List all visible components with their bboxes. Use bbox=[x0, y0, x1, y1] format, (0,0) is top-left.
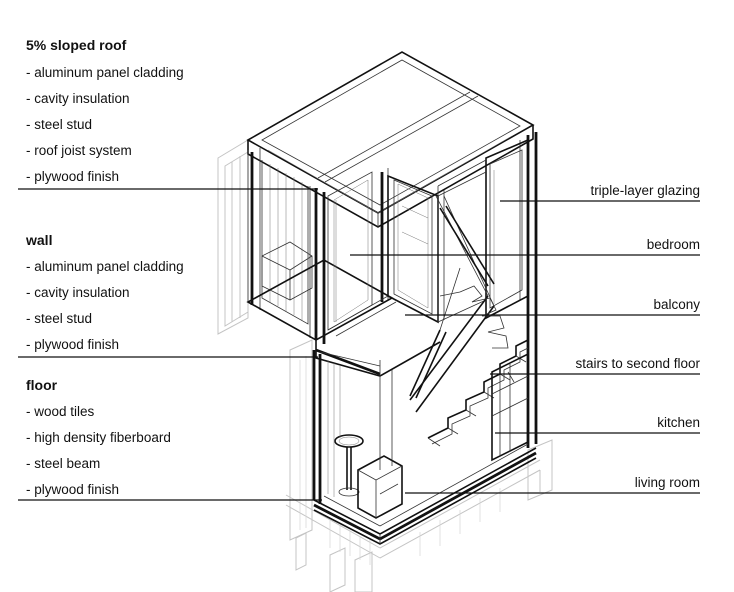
legend-roof-item: - aluminum panel cladding bbox=[26, 65, 184, 80]
callout-bedroom: bedroom bbox=[350, 237, 700, 256]
legend-wall-item: - cavity insulation bbox=[26, 285, 130, 300]
bedroom-wall-siding bbox=[261, 160, 313, 325]
callout-glazing: triple-layer glazing bbox=[500, 183, 700, 202]
kitchen-unit bbox=[491, 352, 529, 462]
legend-roof-title: 5% sloped roof bbox=[26, 37, 127, 53]
legend-roof-item: - steel stud bbox=[26, 117, 92, 132]
callout-balcony: balcony bbox=[405, 297, 700, 316]
callout-bedroom-label: bedroom bbox=[647, 237, 700, 252]
legend-floor: floor - wood tiles - high density fiberb… bbox=[18, 377, 322, 501]
callout-balcony-label: balcony bbox=[653, 297, 700, 312]
legend-roof-item: - plywood finish bbox=[26, 169, 119, 184]
legend-roof-item: - cavity insulation bbox=[26, 91, 130, 106]
legend-floor-title: floor bbox=[26, 377, 58, 393]
callout-living-room: living room bbox=[405, 475, 700, 494]
legend-floor-item: - plywood finish bbox=[26, 482, 119, 497]
legend-roof-item: - roof joist system bbox=[26, 143, 132, 158]
legend-wall-item: - plywood finish bbox=[26, 337, 119, 352]
callout-kitchen: kitchen bbox=[495, 415, 700, 434]
living-room-furniture bbox=[327, 360, 403, 519]
legend-wall-title: wall bbox=[25, 232, 52, 248]
callout-kitchen-label: kitchen bbox=[657, 415, 700, 430]
triple-layer-glazing-frame bbox=[387, 138, 529, 324]
second-floor-slab bbox=[246, 259, 441, 377]
legend-roof: 5% sloped roof - aluminum panel cladding… bbox=[18, 37, 318, 190]
callout-stairs: stairs to second floor bbox=[490, 356, 701, 375]
ground-floor-slab bbox=[313, 443, 537, 545]
legend-wall: wall - aluminum panel cladding - cavity … bbox=[18, 232, 318, 358]
staircase bbox=[409, 195, 529, 447]
legend-wall-item: - steel stud bbox=[26, 311, 92, 326]
legend-floor-item: - wood tiles bbox=[26, 404, 95, 419]
callout-glazing-label: triple-layer glazing bbox=[590, 183, 700, 198]
callout-stairs-label: stairs to second floor bbox=[575, 356, 700, 371]
background-ghost-building bbox=[217, 139, 553, 592]
legend-wall-item: - aluminum panel cladding bbox=[26, 259, 184, 274]
roof-slab bbox=[246, 51, 535, 228]
callout-living-room-label: living room bbox=[635, 475, 700, 490]
bedroom-window bbox=[327, 171, 373, 331]
legend-floor-item: - high density fiberboard bbox=[26, 430, 171, 445]
legend-floor-item: - steel beam bbox=[26, 456, 100, 471]
